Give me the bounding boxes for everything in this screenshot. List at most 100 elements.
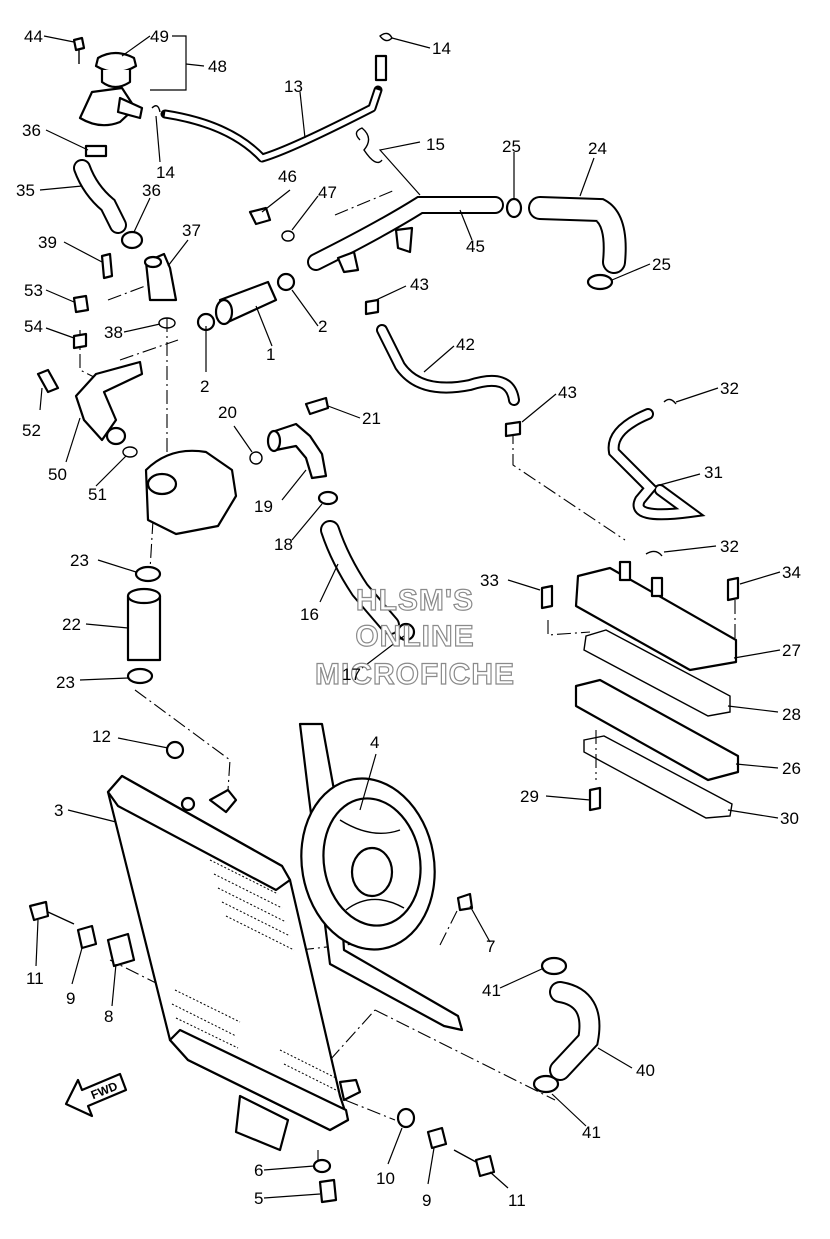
callout: 37 xyxy=(182,221,201,240)
radiator-part-3 xyxy=(106,740,362,1152)
callout: 16 xyxy=(300,605,319,624)
callout: 11 xyxy=(508,1191,526,1210)
callout: 28 xyxy=(782,705,801,724)
callout: 6 xyxy=(254,1161,263,1180)
bolt-part-44 xyxy=(72,36,86,52)
clamp-part-25-bottom xyxy=(586,273,614,291)
pipe-part-19 xyxy=(266,396,330,480)
callout: 9 xyxy=(422,1191,431,1210)
callout: 22 xyxy=(62,615,81,634)
callout: 33 xyxy=(480,571,499,590)
hardware-left xyxy=(28,900,136,968)
clip-part-32-middle xyxy=(645,550,663,557)
callout: 29 xyxy=(520,787,539,806)
clamp-part-43-bottom xyxy=(504,420,522,438)
callout: 1 xyxy=(266,345,275,364)
callout: 49 xyxy=(150,27,169,46)
collar-part-9-right xyxy=(426,1126,448,1150)
callout: 32 xyxy=(720,379,739,398)
bolt-part-29 xyxy=(588,786,602,812)
assembly-lines xyxy=(79,189,736,1165)
filler-neck-part-48 xyxy=(78,86,137,127)
bolt-part-11-right xyxy=(474,1154,496,1178)
thermostat-housing-part-50 xyxy=(36,360,144,458)
callout: 14 xyxy=(432,39,451,58)
callout: 41 xyxy=(582,1123,601,1142)
o-ring-part-38 xyxy=(158,317,176,329)
callout: 17 xyxy=(342,665,361,684)
watermark-line-2: ONLINE xyxy=(355,620,474,653)
callout: 51 xyxy=(88,485,107,504)
callout: 43 xyxy=(558,383,577,402)
overflow-hose-part-13 xyxy=(151,32,393,163)
callout: 34 xyxy=(782,563,801,582)
callout: 15 xyxy=(426,135,445,154)
callout: 19 xyxy=(254,497,273,516)
callout: 39 xyxy=(38,233,57,252)
clamp-part-41-bottom xyxy=(532,1074,560,1094)
bolt-part-52 xyxy=(36,368,60,394)
callout: 32 xyxy=(720,537,739,556)
clamp-part-23-top xyxy=(134,565,162,583)
callout: 18 xyxy=(274,535,293,554)
bolt-part-46 xyxy=(248,206,272,226)
clamp-part-18 xyxy=(317,490,339,506)
callout: 30 xyxy=(780,809,799,828)
hose-part-16 xyxy=(317,490,416,642)
callout: 7 xyxy=(486,937,495,956)
hose-part-24 xyxy=(505,196,627,291)
bolt-part-34 xyxy=(726,576,740,602)
callout: 25 xyxy=(652,255,671,274)
leader-lines xyxy=(35,35,781,1199)
washer-part-47 xyxy=(281,230,295,242)
clip-part-14-left xyxy=(151,105,161,113)
callout: 12 xyxy=(92,727,111,746)
callout: 47 xyxy=(318,183,337,202)
callout: 38 xyxy=(104,323,123,342)
watermark-line-1: HLSM'S xyxy=(356,584,474,617)
callout: 23 xyxy=(56,673,75,692)
callout: 41 xyxy=(482,981,501,1000)
bolt-part-39 xyxy=(100,252,114,280)
callout: 35 xyxy=(16,181,35,200)
callout: 44 xyxy=(24,27,43,46)
callout: 26 xyxy=(782,759,801,778)
clamp-part-25-top xyxy=(505,197,523,219)
callout: 9 xyxy=(66,989,75,1008)
hose-part-40 xyxy=(532,956,601,1094)
clip-part-15 xyxy=(355,127,383,164)
callout: 21 xyxy=(362,409,381,428)
fittings-left xyxy=(72,252,178,350)
callout: 42 xyxy=(456,335,475,354)
hose-part-42 xyxy=(364,298,522,438)
watermark: HLSM'S ONLINE MICROFICHE xyxy=(314,583,514,691)
callout: 50 xyxy=(48,465,67,484)
callout: 5 xyxy=(254,1189,263,1208)
grommet-part-12 xyxy=(165,740,185,760)
clip-part-32-top xyxy=(663,398,677,405)
damper-part-8 xyxy=(106,932,136,968)
gasket-part-28 xyxy=(583,629,731,717)
callout: 52 xyxy=(22,421,41,440)
pipe-part-45 xyxy=(248,127,504,274)
callout: 10 xyxy=(376,1169,395,1188)
clamp-part-23-bottom xyxy=(126,667,154,685)
collar-part-9-left xyxy=(76,924,98,950)
callout: 2 xyxy=(318,317,327,336)
clamp-part-2-right xyxy=(276,272,296,292)
callout: 40 xyxy=(636,1061,655,1080)
clamp-part-36-bottom xyxy=(120,230,144,250)
bolt-part-53 xyxy=(72,294,90,314)
radiator-cap-assembly xyxy=(72,36,144,127)
hose-part-22 xyxy=(126,565,162,685)
callout: 45 xyxy=(466,237,485,256)
callout: 53 xyxy=(24,281,43,300)
callout: 27 xyxy=(782,641,801,660)
hose-part-1 xyxy=(196,272,296,332)
callout: 25 xyxy=(502,137,521,156)
callout: 36 xyxy=(22,121,41,140)
gasket-part-30 xyxy=(583,735,733,819)
callout: 43 xyxy=(410,275,429,294)
